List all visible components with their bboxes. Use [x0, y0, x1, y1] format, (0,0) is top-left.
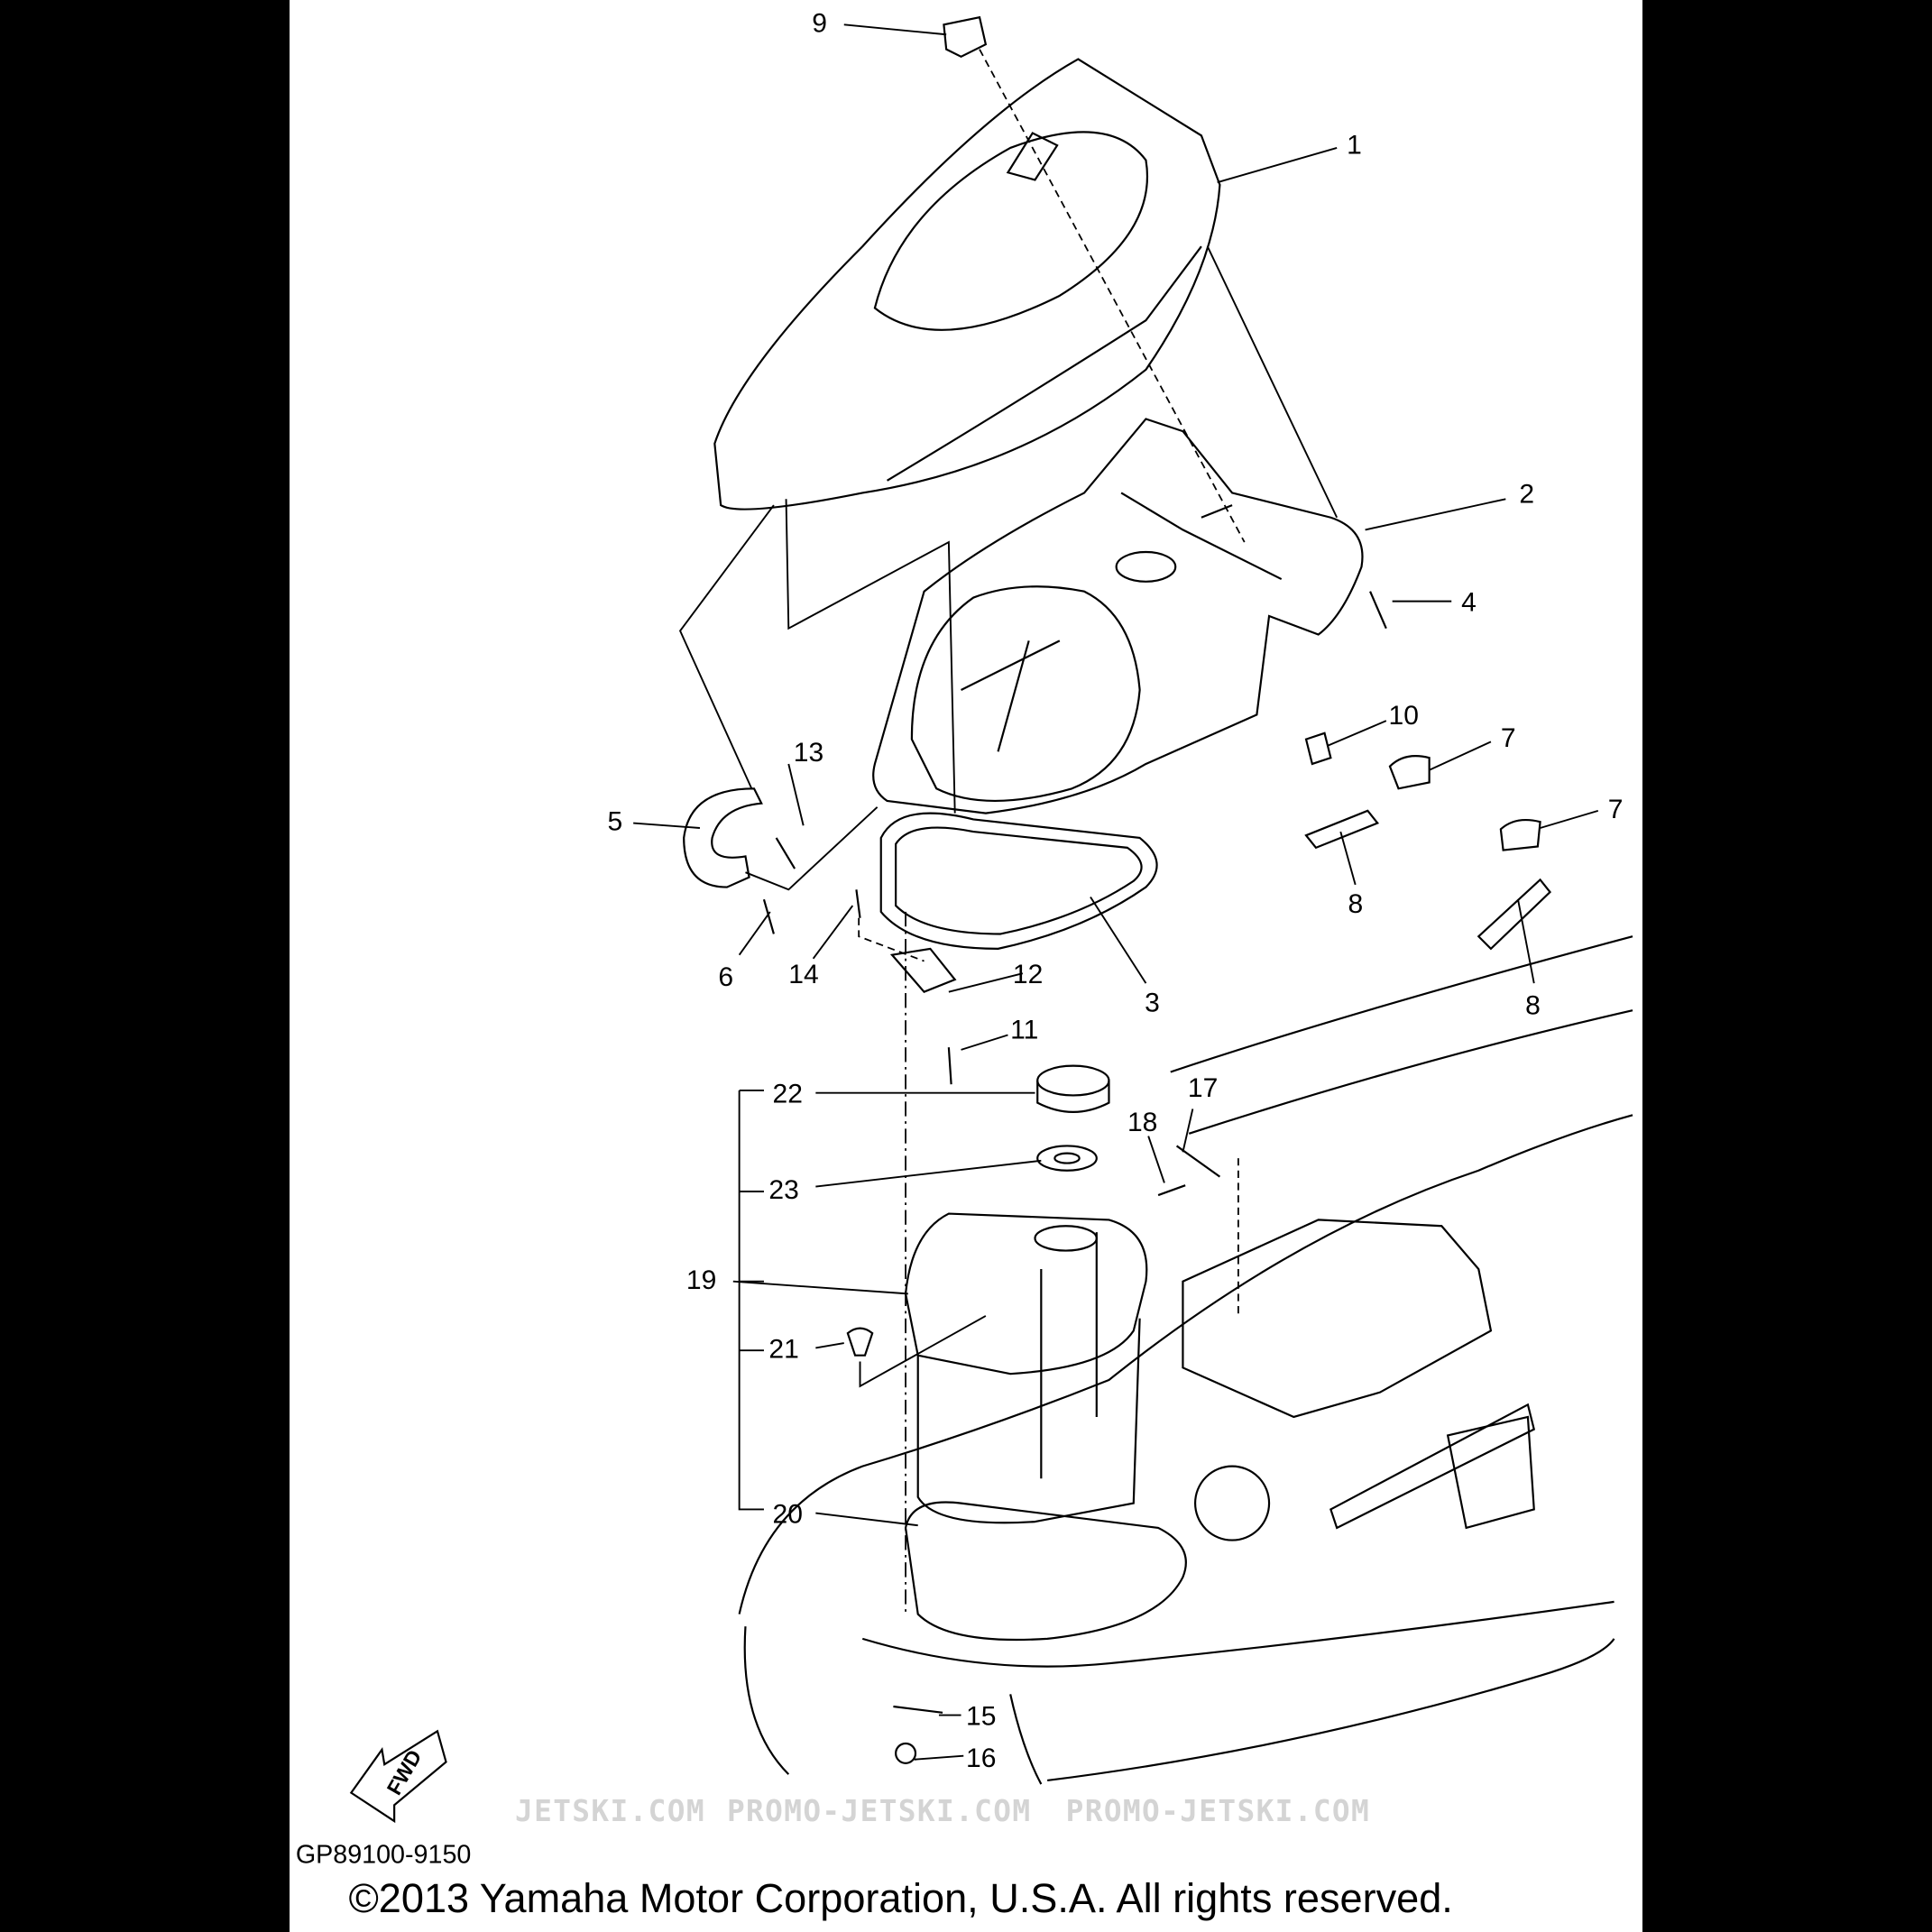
leader-lines [633, 23, 1599, 1761]
callout-9: 9 [812, 9, 827, 39]
callout-3: 3 [1145, 989, 1160, 1018]
watermark-text: JETSKI.COM [515, 1794, 705, 1828]
small-parts [762, 15, 1551, 1764]
part-box-seal [904, 1501, 1187, 1642]
callout-20: 20 [773, 1499, 803, 1529]
callout-17: 17 [1188, 1073, 1218, 1103]
callout-21: 21 [768, 1334, 798, 1364]
watermark-text: PROMO-JETSKI.COM [727, 1794, 1031, 1828]
callout-13: 13 [794, 738, 823, 768]
callout-23: 23 [768, 1175, 798, 1205]
callout-4: 4 [1461, 588, 1477, 618]
callout-5: 5 [607, 807, 622, 837]
callout-11: 11 [1010, 1016, 1038, 1045]
part-storage-box [904, 1212, 1148, 1524]
callout-16: 16 [966, 1743, 996, 1773]
callout-15: 15 [966, 1702, 996, 1732]
callout-18: 18 [1127, 1108, 1157, 1137]
part-hood-frame [872, 418, 1364, 814]
callout-8: 8 [1525, 990, 1541, 1020]
callout-14: 14 [788, 960, 818, 989]
copyright-notice: ©2013 Yamaha Motor Corporation, U.S.A. A… [349, 1875, 1453, 1921]
part-gasket [879, 812, 1158, 950]
part-hood-cover [713, 58, 1221, 511]
callout-22: 22 [773, 1080, 803, 1109]
callout-labels: 9 1 2 4 10 7 7 8 8 13 5 6 14 12 3 11 22 … [607, 9, 1623, 1773]
callout-19: 19 [686, 1265, 716, 1295]
callout-12: 12 [1013, 960, 1043, 989]
hull-outline [738, 935, 1633, 1785]
callout-6: 6 [718, 962, 733, 992]
callout-7: 7 [1608, 795, 1624, 824]
diagram-canvas [290, 0, 1642, 1932]
part-handle [683, 787, 763, 888]
callout-1: 1 [1347, 131, 1362, 161]
callout-2: 2 [1519, 479, 1534, 509]
watermark: JETSKI.COM PROMO-JETSKI.COM PROMO-JETSKI… [515, 1794, 1370, 1828]
diagram-code: GP89100-9150 [296, 1840, 472, 1869]
callout-7: 7 [1501, 723, 1516, 753]
part-cap-9 [943, 15, 988, 59]
callout-10: 10 [1389, 701, 1419, 731]
callout-8: 8 [1348, 889, 1363, 919]
watermark-text: PROMO-JETSKI.COM [1066, 1794, 1370, 1828]
